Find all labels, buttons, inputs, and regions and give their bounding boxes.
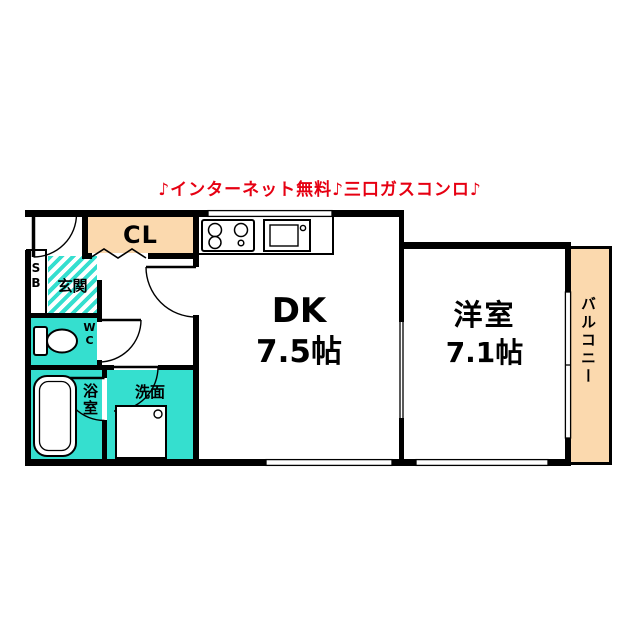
sink-icon bbox=[263, 219, 311, 252]
promo-text: ♪インターネット無料♪三口ガスコンロ♪ bbox=[158, 180, 482, 200]
western-room-name: 洋室 bbox=[453, 298, 516, 332]
dk-name: DK bbox=[271, 291, 327, 331]
toilet-label: WC bbox=[83, 321, 96, 347]
front-door bbox=[31, 213, 78, 258]
dk-western-sliding-door bbox=[399, 322, 404, 418]
washroom-label: 洗面 bbox=[134, 383, 165, 401]
room-closet-area bbox=[88, 217, 193, 253]
balcony-area bbox=[571, 249, 609, 462]
bathroom-label: 浴室 bbox=[81, 383, 99, 417]
western-room-size: 7.1帖 bbox=[445, 335, 524, 369]
dk-window bbox=[265, 458, 393, 467]
closet-bifold-door bbox=[89, 248, 147, 259]
washing-machine-icon bbox=[115, 405, 167, 459]
dk-label: DK 7.5帖 bbox=[196, 290, 402, 371]
western-room-window bbox=[415, 458, 549, 467]
windows bbox=[207, 209, 572, 467]
balcony-label: バルコニー bbox=[579, 296, 597, 386]
room-entrance-area bbox=[48, 256, 97, 313]
western-room-label: 洋室 7.1帖 bbox=[404, 297, 565, 371]
dk-size: 7.5帖 bbox=[256, 333, 342, 370]
shoe-box-label: SB bbox=[29, 261, 43, 291]
closet-label: CL bbox=[123, 221, 158, 249]
toilet-icon bbox=[33, 326, 78, 356]
kitchen-counter bbox=[196, 217, 334, 255]
entrance-label: 玄関 bbox=[57, 277, 88, 295]
bathtub-icon bbox=[33, 375, 77, 457]
wc-door bbox=[98, 318, 142, 363]
hallway-dk-door bbox=[145, 265, 197, 318]
stove-icon bbox=[201, 219, 255, 252]
kitchen-window bbox=[207, 209, 333, 218]
